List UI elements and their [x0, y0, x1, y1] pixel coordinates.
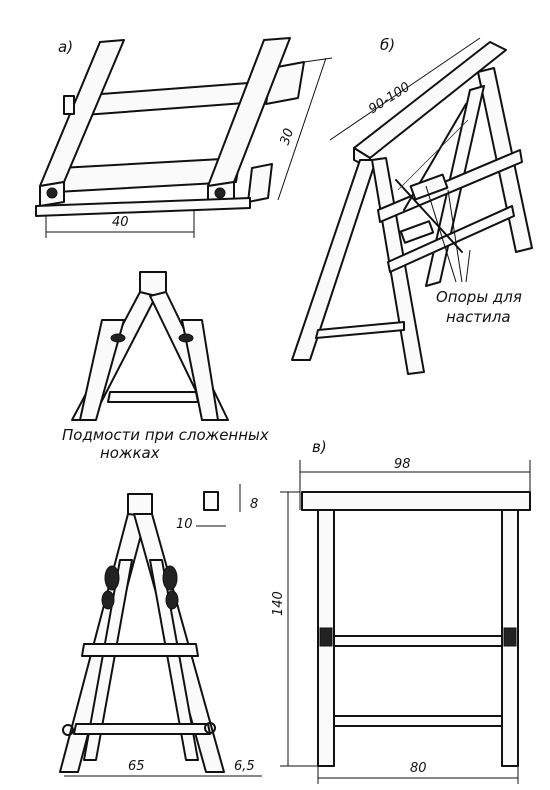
panel-v-sideview: в) 98 140 80: [271, 438, 531, 784]
folded-label-2: ножках: [100, 444, 160, 462]
side-top-board: [301, 491, 531, 511]
dim-d-sect-h: 8: [250, 497, 258, 512]
folded-label-1: Подмости при сложенных: [62, 426, 269, 444]
folded-trestle: Подмости при сложенных ножках: [62, 271, 269, 462]
panel-v-label: в): [312, 438, 327, 456]
panel-a-label: а): [58, 38, 73, 56]
dim-c-base: 80: [410, 761, 427, 776]
panel-b-trestle: б) 90-100 Опоры для настила: [291, 36, 533, 375]
slat-top: [83, 81, 263, 116]
front-leg-left: [291, 159, 377, 361]
dim-a-depth: 30: [278, 127, 297, 147]
front-view-trestle: 65 6,5 8 10: [59, 484, 262, 777]
dim-a-width: 40: [112, 215, 129, 230]
panel-a-platform: а) 40 30: [35, 37, 333, 238]
section-detail: [203, 491, 219, 511]
supports-label-2: настила: [446, 308, 511, 326]
supports-label-1: Опоры для: [436, 288, 522, 306]
panel-b-label: б): [380, 36, 395, 54]
dim-d-sect-w: 10: [176, 517, 193, 532]
dim-d-leg: 6,5: [234, 759, 255, 774]
dim-c-top: 98: [394, 457, 411, 472]
dim-c-height: 140: [271, 591, 286, 616]
dim-d-base: 65: [128, 759, 145, 774]
block-right-low: [247, 163, 273, 203]
bottom-board: [35, 197, 251, 217]
rail-right: [207, 37, 291, 187]
folded-top-block: [139, 271, 167, 297]
